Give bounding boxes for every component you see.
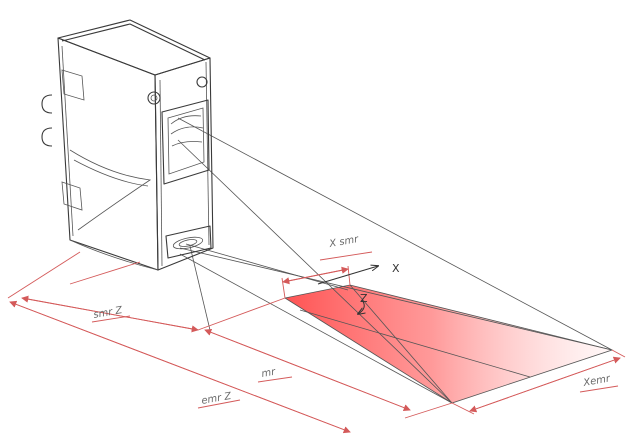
smr-z-label: smr Z: [93, 305, 125, 321]
dimension-lines: [7, 251, 626, 434]
sensor-housing: [41, 19, 214, 271]
x-emr-label: Xemr: [582, 373, 612, 389]
z-axis-label: Z: [360, 292, 368, 305]
coordinate-axes: [317, 266, 378, 314]
mr-label: mr: [261, 367, 277, 380]
measurement-range-beam: [284, 284, 614, 404]
projection-lines: [177, 117, 613, 404]
emr-z-label: emr Z: [201, 391, 234, 407]
x-axis-label: X: [392, 262, 400, 275]
x-smr-label: X smr: [328, 234, 360, 250]
